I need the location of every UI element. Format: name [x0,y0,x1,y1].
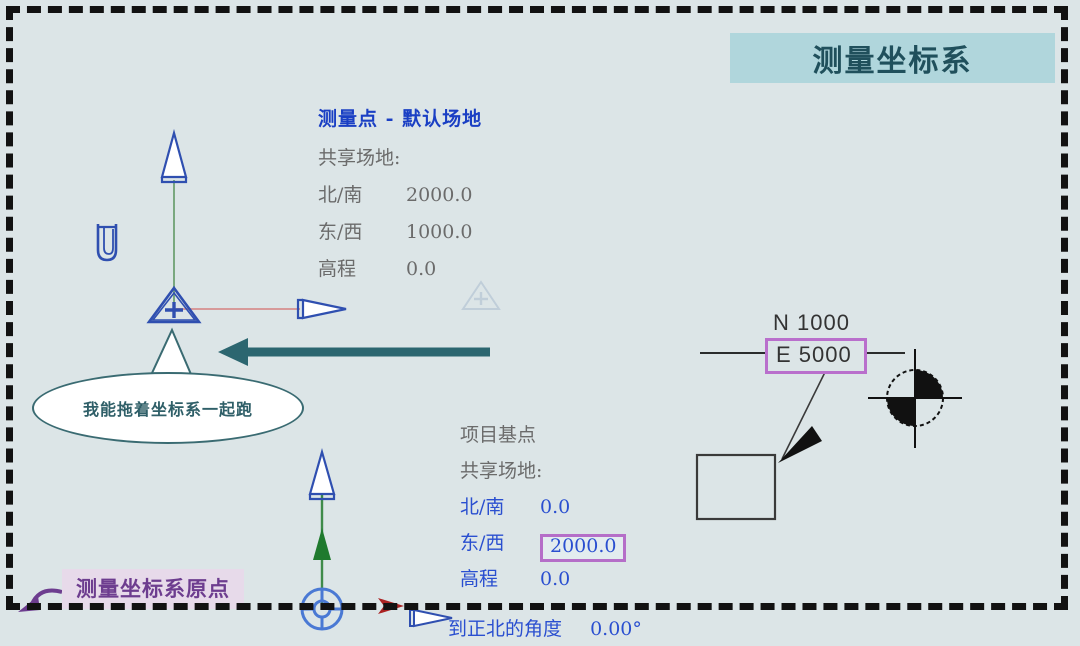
angle-to-true-north-row: 到正北的角度 0.00° [448,614,642,641]
highlighted-value[interactable]: 2000.0 [540,534,627,562]
survey-origin-label-text: 测量坐标系原点 [76,577,230,601]
project-base-point-shared-site-label: 共享场地: [460,460,543,482]
survey-point-row-elevation: 高程 0.0 [318,254,482,291]
project-base-point-info-block: 项目基点 共享场地: 北/南 0.0 东/西 2000.0 高程 0.0 [460,420,627,600]
survey-point-shared-site-label: 共享场地: [318,147,401,169]
row-value: 0.0 [540,568,571,590]
survey-point-triangle-icon[interactable] [146,285,202,324]
survey-point-heading: 测量点 - 默认场地 [318,108,483,130]
survey-point-row-north-south: 北/南 2000.0 [318,180,482,217]
survey-origin-label: 测量坐标系原点 [62,569,244,609]
row-label: 东/西 [318,221,363,243]
site-square-shape [695,453,777,521]
move-left-arrow-icon [218,338,490,366]
project-base-point-title: 项目基点 [460,424,537,446]
angle-value: 0.00° [590,618,642,640]
row-label: 高程 [460,568,499,590]
base-point-row-north-south: 北/南 0.0 [460,492,626,528]
title-banner: 测量坐标系 [730,33,1055,83]
north-point-compass-icon [868,349,962,448]
base-point-row-elevation: 高程 0.0 [460,564,626,600]
base-point-axes [308,447,453,628]
row-label: 高程 [318,258,357,280]
angle-label: 到正北的角度 [448,618,563,640]
speech-bubble: 我能拖着坐标系一起跑 [32,372,304,444]
row-value: 1000.0 [406,221,473,243]
speech-bubble-text: 我能拖着坐标系一起跑 [82,400,253,419]
east-coordinate-highlighted[interactable]: E 5000 [765,338,867,374]
survey-point-row-east-west: 东/西 1000.0 [318,217,482,254]
project-base-point-icon[interactable] [300,587,344,631]
paperclip-icon[interactable] [96,224,118,262]
row-label: 东/西 [460,532,505,554]
base-point-row-east-west: 东/西 2000.0 [460,528,627,564]
row-value: 0.0 [540,496,571,518]
row-label: 北/南 [318,184,363,206]
ne-coordinate-callout: N 1000 E 5000 [765,310,867,374]
north-coordinate-text: N 1000 [773,310,850,335]
row-value: 2000.0 [406,184,473,206]
row-value: 0.0 [406,258,437,280]
origin-curved-arrow-icon [18,588,63,612]
page-title: 测量坐标系 [812,44,973,79]
row-label: 北/南 [460,496,505,518]
survey-point-info-block: 测量点 - 默认场地 共享场地: 北/南 2000.0 东/西 1000.0 高… [318,104,482,291]
